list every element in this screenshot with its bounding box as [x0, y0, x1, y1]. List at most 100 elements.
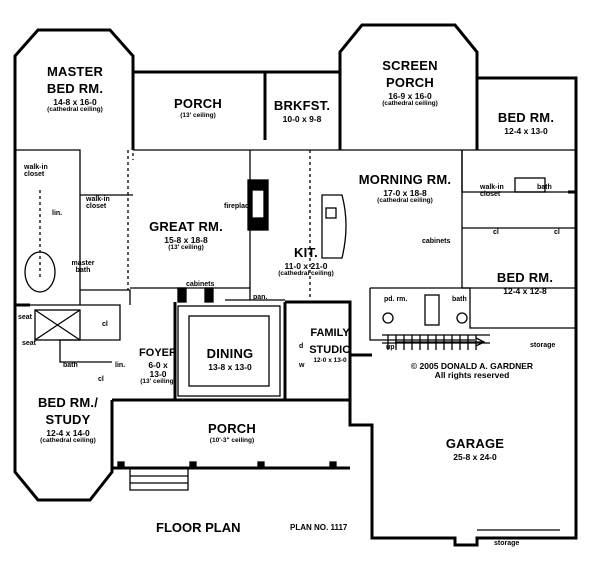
wall-bed-study: [13, 305, 114, 502]
porch-steps: [129, 468, 189, 491]
walk-in-closet-2-label: walk-in closet: [86, 196, 110, 210]
bath-tub-ne: [514, 177, 546, 193]
pan-label: pan.: [253, 294, 268, 301]
porch-front-note: (10'-3" ceiling): [209, 436, 255, 444]
dining-ceiling-outer: [177, 305, 281, 397]
screen-porch-dims: 16-9 x 16-0: [388, 90, 432, 101]
column-6: [204, 287, 214, 303]
foyer-label: FOYER 6-0 x 13-0 (13' ceiling): [139, 344, 177, 385]
wall-interior-10: [369, 288, 475, 341]
dining-name: DINING: [206, 346, 254, 361]
wall-interior-7: [461, 150, 575, 289]
bed-study-label: BED RM./ STUDY 12-4 x 14-0 (cathedral ce…: [38, 395, 98, 444]
seat-2-label: seat: [22, 340, 37, 347]
wall-interior-8: [461, 150, 575, 193]
bath-3-label: bath: [63, 362, 78, 369]
pd-toilet: [382, 312, 394, 324]
dining-label: DINING 13-8 x 13-0: [207, 346, 254, 372]
floor-plan-title: FLOOR PLAN: [156, 520, 241, 535]
bed-e-name: BED RM.: [496, 270, 554, 285]
island-sink: [325, 207, 337, 219]
master-bed-dims: 14-8 x 16-0: [53, 96, 97, 107]
porch-back-note: (13' ceiling): [180, 111, 216, 119]
master-bath-label: master bath: [71, 260, 95, 274]
bath-2-label: bath: [452, 296, 467, 303]
kitchen-island: [321, 194, 347, 259]
stairs-arrow: [395, 337, 486, 347]
column-3: [257, 461, 265, 469]
master-bed-name-1: MASTER: [46, 64, 104, 79]
bed-study-name-1: BED RM./: [37, 395, 99, 410]
great-rm-dims: 15-8 x 18-8: [164, 234, 208, 245]
shower: [34, 309, 81, 341]
brkfst-name: BRKFST.: [273, 98, 331, 113]
kit-dims: 11-0 x 21-0: [284, 260, 328, 271]
copyright-line-2: All rights reserved: [434, 369, 510, 380]
storage-1-label: storage: [530, 342, 556, 349]
wall-interior-9: [370, 287, 575, 329]
lin-2-label: lin.: [115, 362, 126, 369]
bed-e-dims: 12-4 x 12-8: [503, 285, 547, 296]
bed-ne-label: BED RM. 12-4 x 13-0: [498, 110, 554, 136]
family-studio-dims: 12-0 x 13-0: [313, 356, 347, 364]
foyer-note: (13' ceiling): [140, 377, 176, 385]
garage-dims: 25-8 x 24-0: [453, 451, 497, 462]
morning-rm-dims: 17-0 x 18-8: [383, 187, 427, 198]
wall-interior-3: [30, 304, 121, 363]
wall-screen-porch-base: [338, 92, 479, 150]
bed-study-name-2: STUDY: [45, 411, 91, 427]
morning-rm-label: MORNING RM. 17-0 x 18-8 (cathedral ceili…: [359, 172, 451, 205]
cl-3-label: cl: [493, 229, 499, 236]
cl-1-label: cl: [102, 321, 108, 328]
up-label: up: [386, 344, 395, 351]
foyer-name: FOYER: [139, 347, 177, 359]
cabinets-1-label: cabinets: [186, 281, 215, 288]
column-4: [329, 461, 337, 469]
bed-study-dims: 12-4 x 14-0: [46, 427, 90, 438]
d-label: d: [299, 343, 304, 350]
foyer-dims-1: 6-0 x: [148, 359, 168, 370]
bath-toilet: [456, 312, 468, 324]
bath-1-label: bath: [537, 184, 552, 191]
bed-ne-name: BED RM.: [497, 110, 555, 125]
great-rm-note: (13' ceiling): [168, 243, 204, 251]
master-bed-name-2: BED RM.: [46, 80, 104, 96]
garage-name: GARAGE: [445, 436, 505, 451]
family-studio-name-1: FAMILY: [310, 327, 350, 339]
master-tub: [24, 251, 56, 293]
pd-rm-label: pd. rm.: [384, 296, 408, 303]
kit-note: (cathedral ceiling): [278, 269, 334, 277]
family-studio-name-2: STUDIO: [309, 343, 351, 356]
foyer-dims-2: 13-0: [149, 368, 167, 379]
walk-in-closet-1-label: walk-in closet: [24, 164, 48, 178]
column-5: [177, 287, 187, 303]
master-bed-label: MASTER BED RM. 14-8 x 16-0 (cathedral ce…: [47, 64, 103, 113]
dining-dims: 13-8 x 13-0: [208, 361, 252, 372]
copyright-line-1: © 2005 DONALD A. GARDNER: [410, 361, 534, 371]
cabinets-2-label: cabinets: [422, 238, 451, 245]
walk-in-closet-3-label: walk-in closet: [480, 184, 504, 198]
seat-1-label: seat: [18, 314, 33, 321]
wall-garage: [348, 345, 578, 547]
fireplace-label: fireplace: [224, 203, 253, 210]
screen-porch-name-2: PORCH: [386, 74, 434, 90]
porch-back-label: PORCH (13' ceiling): [174, 96, 222, 120]
kit-name: KIT.: [294, 245, 318, 260]
family-studio-label: FAMILY STUDIO 12-0 x 13-0: [309, 324, 351, 364]
storage-2-label: storage: [494, 540, 520, 547]
bed-e-label: BED RM. 12-4 x 12-8: [497, 270, 553, 296]
morning-rm-note: (cathedral ceiling): [377, 196, 433, 204]
fireplace-inner: [251, 189, 265, 219]
brkfst-dims: 10-0 x 9-8: [282, 113, 322, 124]
screen-porch-note: (cathedral ceiling): [382, 99, 438, 107]
ceiling-dashes: [39, 135, 311, 300]
cl-2-label: cl: [98, 376, 104, 383]
dining-ceiling-inner: [188, 315, 270, 387]
copyright: © 2005 DONALD A. GARDNER All rights rese…: [411, 362, 533, 380]
wall-screen-porch: [338, 23, 479, 92]
screen-porch-name-1: SCREEN: [382, 58, 438, 73]
bed-study-note: (cathedral ceiling): [40, 436, 96, 444]
wall-interior-4: [80, 289, 131, 305]
kit-label: KIT. 11-0 x 21-0 (cathedral ceiling): [278, 245, 334, 278]
